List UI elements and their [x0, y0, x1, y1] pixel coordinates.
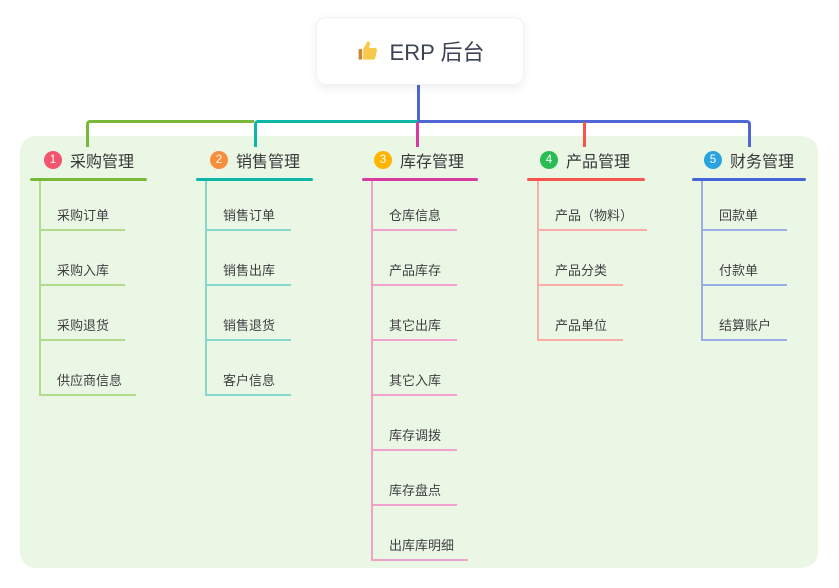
node-sales-outbound[interactable]: 销售出库 [205, 263, 291, 286]
connector-branch-2 [254, 120, 418, 147]
node-product-unit[interactable]: 产品单位 [537, 318, 623, 341]
connector-branch-1 [86, 120, 254, 147]
branch-2-badge: 2 [210, 151, 228, 169]
branch-4-child-line [537, 181, 539, 341]
branches-panel [20, 136, 818, 568]
branch-4-underline [527, 178, 645, 181]
node-purchase-inbound[interactable]: 采购入库 [39, 263, 125, 286]
root-title: ERP 后台 [389, 40, 485, 65]
node-product-category[interactable]: 产品分类 [537, 263, 623, 286]
node-purchase-order[interactable]: 采购订单 [39, 208, 125, 231]
branch-2-title: 销售管理 [236, 154, 301, 171]
branch-2-child-line [205, 181, 207, 396]
node-sales-return[interactable]: 销售退货 [205, 318, 291, 341]
node-sales-order[interactable]: 销售订单 [205, 208, 291, 231]
node-supplier-info[interactable]: 供应商信息 [39, 373, 137, 396]
node-warehouse-info[interactable]: 仓库信息 [371, 208, 457, 231]
branch-3-underline [362, 178, 478, 181]
node-product-stock[interactable]: 产品库存 [371, 263, 457, 286]
connector-branch-5 [418, 120, 751, 147]
branch-5-title: 财务管理 [730, 154, 795, 171]
node-product-material[interactable]: 产品（物料） [537, 208, 648, 231]
branch-purchase-header[interactable]: 1 采购管理 [44, 149, 134, 171]
branch-finance-header[interactable]: 5 财务管理 [704, 149, 794, 171]
node-payment-bill[interactable]: 付款单 [701, 263, 787, 286]
branch-inventory-header[interactable]: 3 库存管理 [374, 149, 464, 171]
node-settlement-account[interactable]: 结算账户 [701, 318, 787, 341]
connector-branch-4 [583, 122, 586, 147]
node-purchase-return[interactable]: 采购退货 [39, 318, 125, 341]
branch-2-underline [196, 178, 313, 181]
branch-3-badge: 3 [374, 151, 392, 169]
branch-1-underline [30, 178, 147, 181]
branch-5-child-line [701, 181, 703, 341]
node-outbound-detail[interactable]: 出库库明细 [371, 538, 469, 561]
root-stem-line [417, 83, 420, 122]
branch-1-child-line [39, 181, 41, 396]
connector-branch-3 [416, 122, 419, 147]
node-other-inbound[interactable]: 其它入库 [371, 373, 457, 396]
branch-3-title: 库存管理 [400, 154, 465, 171]
branch-sales-header[interactable]: 2 销售管理 [210, 149, 300, 171]
thumbs-up-icon [356, 39, 380, 63]
branch-1-badge: 1 [44, 151, 62, 169]
node-other-outbound[interactable]: 其它出库 [371, 318, 457, 341]
node-receipt-bill[interactable]: 回款单 [701, 208, 787, 231]
node-stock-transfer[interactable]: 库存调拨 [371, 428, 457, 451]
branch-4-badge: 4 [540, 151, 558, 169]
branch-3-child-line [371, 181, 373, 561]
branch-5-badge: 5 [704, 151, 722, 169]
branch-4-title: 产品管理 [566, 154, 631, 171]
branch-5-underline [692, 178, 806, 181]
root-node[interactable]: ERP 后台 [316, 17, 524, 85]
branch-product-header[interactable]: 4 产品管理 [540, 149, 630, 171]
node-customer-info[interactable]: 客户信息 [205, 373, 291, 396]
branch-1-title: 采购管理 [70, 154, 135, 171]
node-stock-count[interactable]: 库存盘点 [371, 483, 457, 506]
